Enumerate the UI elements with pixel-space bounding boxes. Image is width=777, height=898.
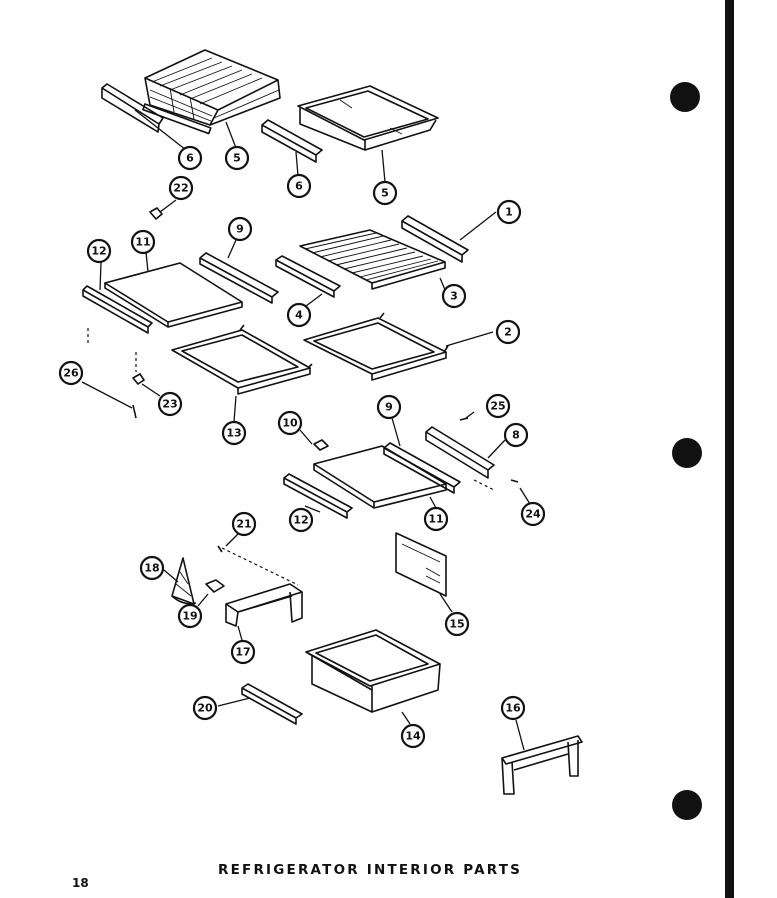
callout-14: 14 [400,723,426,749]
svg-text:15: 15 [449,618,464,631]
callout-2: 2 [495,319,521,345]
panel-15 [395,532,447,597]
callout-6-right: 6 [286,173,312,199]
svg-text:8: 8 [512,429,520,442]
callout-12-lower: 12 [288,507,314,533]
svg-text:21: 21 [236,518,251,531]
callout-23: 23 [157,391,183,417]
callout-11-lower: 11 [423,506,449,532]
crisper-pan-14 [305,629,441,713]
wire-basket [142,49,281,135]
screw-24 [510,479,519,483]
svg-text:25: 25 [490,400,505,413]
callout-5-pan: 5 [372,180,398,206]
binder-hole-bottom [672,790,702,820]
svg-text:16: 16 [505,702,521,715]
svg-text:6: 6 [295,180,303,193]
shelf-frame-13 [171,324,313,395]
callout-8: 8 [503,422,529,448]
svg-text:6: 6 [186,152,194,165]
page-number: 18 [72,876,89,890]
callout-5-basket: 5 [224,145,250,171]
glass-shelf-11-lower [313,445,447,509]
shelf-strip-1 [401,215,469,263]
svg-text:10: 10 [282,417,298,430]
svg-text:18: 18 [144,562,159,575]
callout-12-upper: 12 [86,238,112,264]
svg-text:3: 3 [450,290,458,303]
svg-text:14: 14 [405,730,421,743]
front-trim-12-lower [283,473,353,519]
callout-26: 26 [58,360,84,386]
front-trim-12-upper [82,285,153,334]
shelf-strip-9-upper [199,252,279,304]
callout-21: 21 [231,511,257,537]
callout-15: 15 [444,611,470,637]
crisper-pan-upper [297,85,439,151]
binder-hole-top [670,82,700,112]
svg-text:9: 9 [385,401,393,414]
svg-text:9: 9 [236,223,244,236]
wire-shelf-3 [299,229,446,290]
callout-1: 1 [496,199,522,225]
bracket-19 [205,579,225,593]
svg-text:12: 12 [91,245,106,258]
callout-9-upper: 9 [227,216,253,242]
frame-16 [501,735,583,795]
strip-20 [241,683,303,725]
callout-16: 16 [500,695,526,721]
frame-17 [225,583,303,627]
binder-hole-middle [672,438,702,468]
svg-text:17: 17 [235,646,250,659]
callout-20: 20 [192,695,218,721]
svg-text:1: 1 [505,206,513,219]
callout-3: 3 [441,283,467,309]
rod-26-end [132,404,137,419]
svg-text:5: 5 [233,152,241,165]
shelf-strip-6-right [261,119,323,163]
callout-11-upper: 11 [130,229,156,255]
svg-text:5: 5 [381,187,389,200]
callout-25: 25 [485,393,511,419]
clip-22 [149,207,163,220]
callout-18: 18 [139,555,165,581]
stud-23 [132,373,145,385]
cover-18 [171,557,197,605]
svg-text:11: 11 [428,513,443,526]
glass-shelf-11-upper [104,262,243,328]
svg-text:20: 20 [197,702,213,715]
callout-9-lower: 9 [376,394,402,420]
svg-text:19: 19 [182,610,197,623]
callout-10: 10 [277,410,303,436]
svg-text:26: 26 [63,367,79,380]
callout-4: 4 [286,302,312,328]
page-margin-bar [725,0,734,898]
callout-6-left: 6 [177,145,203,171]
callout-24: 24 [520,501,546,527]
svg-text:12: 12 [293,514,308,527]
shelf-frame-2 [303,312,449,381]
callout-17: 17 [230,639,256,665]
svg-text:23: 23 [162,398,177,411]
svg-text:22: 22 [173,182,188,195]
callout-22: 22 [168,175,194,201]
callout-13: 13 [221,420,247,446]
svg-text:13: 13 [226,427,241,440]
diagram-caption: REFRIGERATOR INTERIOR PARTS [218,862,523,878]
svg-text:2: 2 [504,326,512,339]
screw-25 [459,417,469,421]
callout-19: 19 [177,603,203,629]
svg-text:11: 11 [135,236,150,249]
svg-text:4: 4 [295,309,303,322]
clip-10 [313,439,329,451]
svg-text:24: 24 [525,508,541,521]
shelf-strip-4 [275,255,341,298]
shelf-strip-9-lower [383,442,461,494]
screw-21 [217,545,223,553]
shelf-strip-8 [425,426,495,479]
